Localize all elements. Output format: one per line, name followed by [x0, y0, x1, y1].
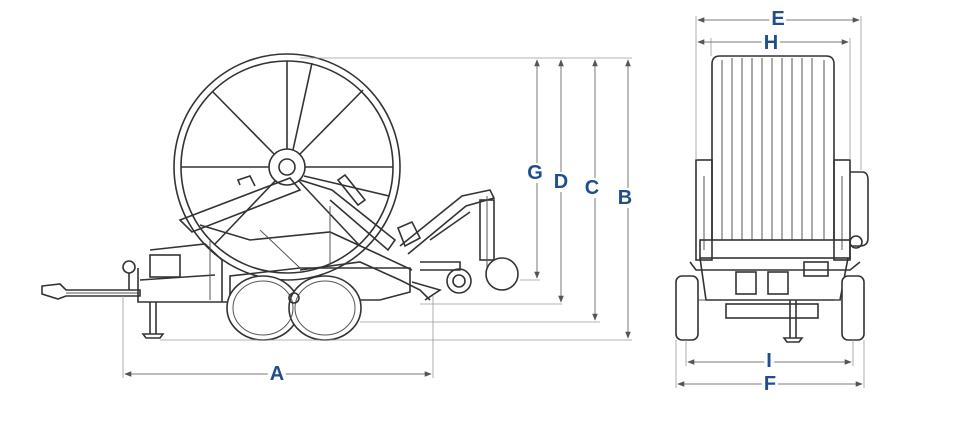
front-chassis	[689, 239, 861, 343]
chassis	[137, 173, 431, 303]
front-reel-drum	[711, 55, 835, 240]
dimension-label-i: I	[764, 350, 774, 372]
dimension-label-c: C	[582, 177, 602, 199]
front-view	[675, 55, 869, 343]
dimension-label-h: H	[761, 32, 781, 54]
reel-drum	[173, 53, 401, 281]
dimension-label-g: G	[525, 162, 545, 184]
gun-cart	[399, 189, 519, 301]
dimension-label-d: D	[551, 171, 571, 193]
side-view	[41, 53, 519, 341]
front-side-frames	[695, 159, 869, 261]
dimension-label-f: F	[761, 373, 779, 395]
dimension-label-a: A	[267, 363, 287, 385]
front-wheels	[675, 275, 865, 341]
support-leg	[141, 302, 165, 339]
drawbar	[41, 260, 141, 300]
dimension-label-e: E	[769, 8, 787, 30]
dimension-label-b: B	[615, 187, 635, 209]
tandem-wheels	[226, 275, 362, 341]
